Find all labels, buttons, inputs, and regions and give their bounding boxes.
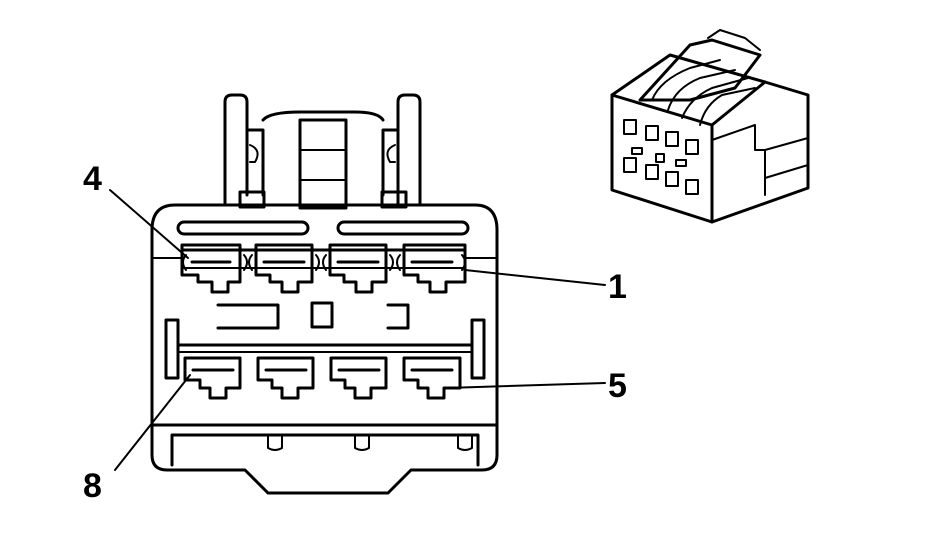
key-left	[216, 303, 280, 330]
bottom-channel	[170, 433, 480, 467]
iso-cavity	[665, 131, 679, 147]
leader-lines	[109, 189, 606, 471]
iso-body-top	[610, 53, 767, 127]
iso-key	[675, 159, 687, 167]
leader-pin-8	[114, 374, 191, 471]
terminal-cavity	[328, 243, 388, 294]
leader-pin-5	[445, 382, 606, 389]
pin-label-5: 5	[608, 367, 627, 405]
terminal-cavity	[180, 243, 242, 294]
connector-isometric-view	[610, 29, 810, 224]
latch-hook-left	[249, 144, 259, 163]
terminal-cavity	[183, 356, 242, 400]
cavity-latch-detail	[182, 254, 466, 271]
iso-latch-rails	[651, 59, 756, 126]
iso-cavity	[623, 157, 637, 173]
leader-pin-1	[464, 269, 606, 286]
iso-body-side	[710, 80, 810, 224]
terminal-cavity	[402, 356, 462, 400]
iso-latch-tab	[707, 29, 761, 51]
latch-hook-right	[386, 144, 396, 163]
iso-cavity	[685, 179, 699, 195]
iso-key	[655, 153, 665, 163]
connector-body-outline	[150, 203, 499, 495]
iso-side-step	[711, 124, 809, 196]
lower-rail-right	[470, 318, 486, 380]
pin-label-4: 4	[83, 160, 102, 198]
iso-cavity	[645, 125, 659, 141]
key-center	[310, 301, 334, 329]
bottom-notch	[354, 434, 370, 451]
latch-outline	[223, 93, 422, 207]
iso-key	[631, 147, 643, 155]
iso-cavity	[623, 119, 637, 135]
latch-tab	[298, 118, 348, 210]
bottom-notch	[267, 434, 283, 451]
terminal-cavity	[329, 356, 388, 400]
pin-label-1: 1	[608, 268, 627, 306]
key-right	[386, 303, 410, 330]
connector-face-view	[150, 93, 499, 495]
iso-cavities-bottom	[623, 157, 699, 195]
latch-bridge	[245, 110, 400, 197]
iso-cavities-top	[623, 119, 699, 155]
iso-latch	[638, 38, 762, 102]
latch-foot-right	[380, 190, 408, 209]
iso-cavity	[685, 139, 699, 155]
leader-pin-4	[109, 189, 189, 259]
terminal-cavity	[254, 243, 314, 294]
top-slot-right	[336, 220, 470, 236]
latch-foot-left	[238, 190, 266, 209]
pin-label-8: 8	[83, 467, 102, 505]
bottom-notch	[457, 434, 473, 451]
top-slot-left	[176, 220, 310, 236]
lower-rail-left	[164, 318, 180, 380]
lower-terminal-cavities	[183, 356, 462, 400]
terminal-cavity	[256, 356, 315, 400]
iso-cavity	[665, 171, 679, 187]
iso-cavity	[645, 164, 659, 180]
